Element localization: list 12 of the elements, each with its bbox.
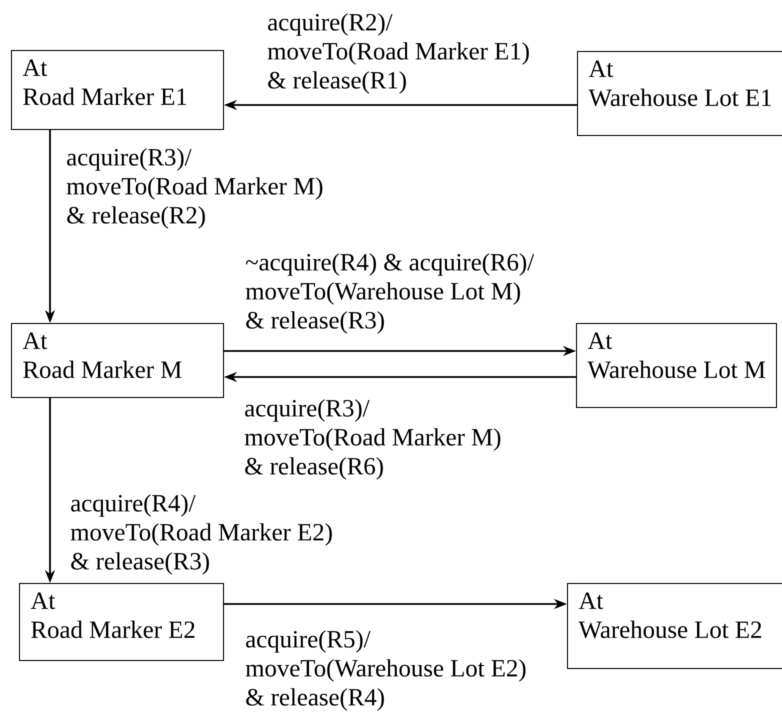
- edge-label: acquire(R3)/ moveTo(Road Marker M) & release(R2): [66, 148, 322, 229]
- edge-label: ~acquire(R4) & acquire(R6)/ moveTo(Warehouse Lot M) & release(R3): [246, 253, 534, 334]
- state-box: At Road Marker M: [11, 323, 224, 398]
- state-box: At Road Marker E1: [11, 50, 224, 130]
- edge-label: acquire(R4)/ moveTo(Road Marker E2) & release(R3): [70, 494, 332, 575]
- edge-label: acquire(R3)/ moveTo(Road Marker M) & release(R6): [244, 399, 500, 480]
- state-box: At Road Marker E2: [19, 583, 224, 661]
- edge-label: acquire(R2)/ moveTo(Road Marker E1) & release(R1): [268, 13, 529, 94]
- edge-label: acquire(R5)/ moveTo(Warehouse Lot E2) & release(R4): [246, 630, 526, 711]
- state-box: At Warehouse Lot E2: [567, 583, 782, 669]
- state-box: At Warehouse Lot M: [576, 323, 777, 408]
- state-box: At Warehouse Lot E1: [577, 51, 782, 136]
